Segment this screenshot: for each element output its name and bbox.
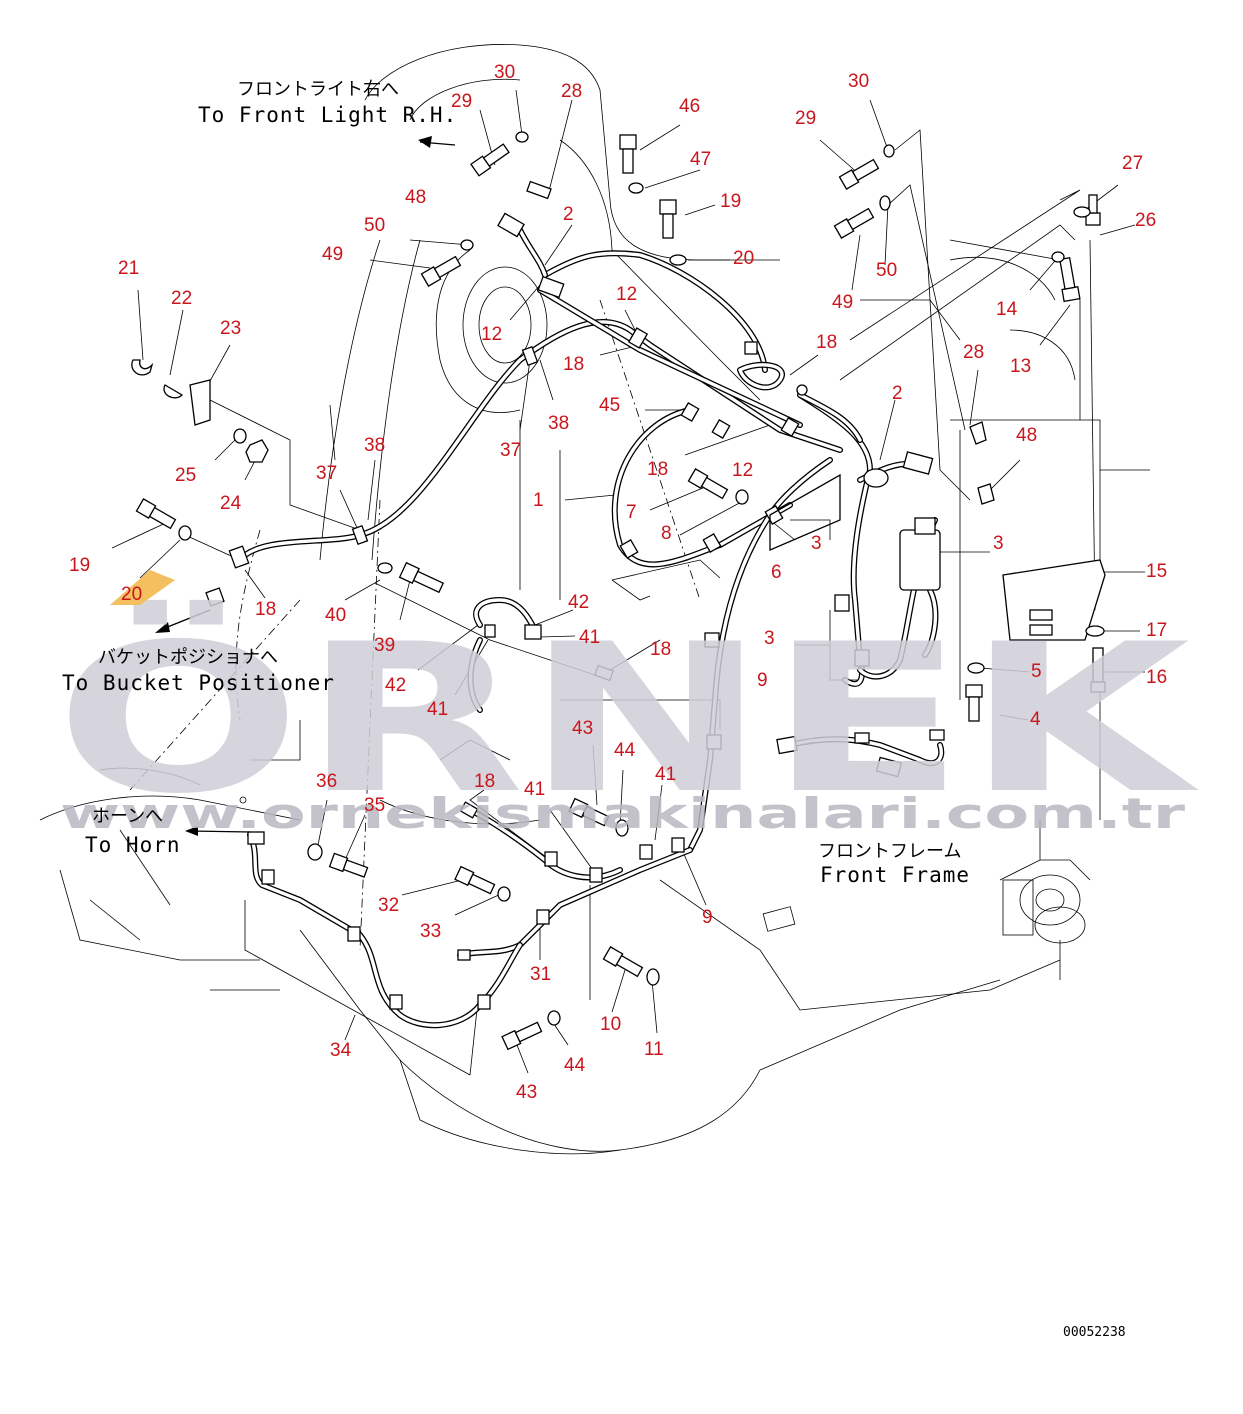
frame-outline bbox=[39, 44, 1150, 1155]
callout-label: 6 bbox=[771, 562, 782, 583]
callout-label: 41 bbox=[655, 764, 676, 785]
callout-label: 12 bbox=[732, 460, 753, 481]
callout-label: 36 bbox=[316, 771, 337, 792]
callout-label: 16 bbox=[1146, 667, 1167, 688]
callout-label: 18 bbox=[474, 771, 495, 792]
callout-label: 9 bbox=[702, 907, 713, 928]
callout-label: 11 bbox=[644, 1039, 664, 1060]
callout-label: 15 bbox=[1146, 561, 1167, 582]
callout-label: 40 bbox=[325, 605, 346, 626]
callout-label: 3 bbox=[811, 533, 822, 554]
callout-label: 41 bbox=[579, 627, 600, 648]
callout-label: 31 bbox=[530, 964, 551, 985]
callout-label: 13 bbox=[1010, 356, 1031, 377]
callout-label: 34 bbox=[330, 1040, 352, 1061]
callout-label: 41 bbox=[524, 779, 545, 800]
callout-label: 23 bbox=[220, 318, 241, 339]
callout-label: 35 bbox=[364, 795, 385, 816]
annotations: フロントライト右へ To Front Light R.H. バケットポジショナへ… bbox=[62, 79, 1126, 1340]
callout-label: 30 bbox=[494, 62, 515, 83]
watermark-brand: ÖRNEK bbox=[55, 600, 1200, 839]
harness-clamps bbox=[163, 180, 1106, 1010]
callout-label: 21 bbox=[118, 258, 139, 279]
callout-label: 41 bbox=[427, 699, 448, 720]
callout-label: 43 bbox=[572, 718, 593, 739]
front-frame-label-en: Front Frame bbox=[820, 863, 970, 887]
hardware-parts bbox=[131, 131, 1106, 1051]
callout-label: 32 bbox=[378, 895, 399, 916]
callout-label: 45 bbox=[599, 395, 620, 416]
callout-label: 19 bbox=[69, 555, 90, 576]
callout-label: 33 bbox=[420, 921, 441, 942]
callout-label: 50 bbox=[364, 215, 385, 236]
callout-label: 22 bbox=[171, 288, 192, 309]
bucket-positioner-label-jp: バケットポジショナへ bbox=[98, 647, 278, 668]
callout-label: 5 bbox=[1031, 661, 1042, 682]
callout-label: 18 bbox=[255, 599, 276, 620]
document-number: 00052238 bbox=[1063, 1325, 1126, 1340]
callout-label: 24 bbox=[220, 493, 242, 514]
callout-label: 39 bbox=[374, 635, 395, 656]
callout-label: 43 bbox=[516, 1082, 537, 1103]
callout-label: 42 bbox=[568, 592, 589, 613]
callout-numbers: 30 28 29 46 47 19 30 29 27 26 48 50 49 2… bbox=[69, 62, 1167, 1103]
callout-label: 12 bbox=[481, 324, 502, 345]
callout-label: 26 bbox=[1135, 210, 1156, 231]
callout-label: 25 bbox=[175, 465, 196, 486]
callout-label: 27 bbox=[1122, 153, 1143, 174]
callout-label: 7 bbox=[626, 502, 637, 523]
callout-label: 4 bbox=[1030, 709, 1041, 730]
horn-label-en: To Horn bbox=[85, 833, 181, 857]
callout-label: 20 bbox=[121, 584, 142, 605]
callout-label: 20 bbox=[733, 248, 754, 269]
callout-label: 49 bbox=[832, 292, 853, 313]
callout-label: 28 bbox=[963, 342, 984, 363]
callout-label: 46 bbox=[679, 96, 700, 117]
callout-label: 18 bbox=[647, 459, 668, 480]
callout-label: 8 bbox=[661, 523, 672, 544]
watermark-accent-shape bbox=[110, 570, 175, 605]
callout-label: 3 bbox=[993, 533, 1004, 554]
callout-label: 12 bbox=[616, 284, 637, 305]
callout-label: 9 bbox=[757, 670, 768, 691]
watermark-url: www.ornekismakinalari.com.tr bbox=[60, 789, 1185, 838]
front-light-label-en: To Front Light R.H. bbox=[198, 103, 457, 127]
callout-label: 17 bbox=[1146, 620, 1167, 641]
callout-label: 18 bbox=[816, 332, 837, 353]
callout-label: 44 bbox=[564, 1055, 586, 1076]
callout-label: 19 bbox=[720, 191, 741, 212]
callout-label: 18 bbox=[650, 639, 671, 660]
front-frame-label-jp: フロントフレーム bbox=[818, 841, 961, 862]
callout-label: 38 bbox=[548, 413, 569, 434]
callout-label: 1 bbox=[533, 490, 544, 511]
callout-label: 42 bbox=[385, 675, 406, 696]
callout-label: 37 bbox=[500, 440, 521, 461]
callout-label: 37 bbox=[316, 463, 337, 484]
callout-label: 2 bbox=[563, 204, 574, 225]
callout-label: 2 bbox=[892, 383, 903, 404]
callout-label: 10 bbox=[600, 1014, 621, 1035]
callout-label: 14 bbox=[996, 299, 1018, 320]
horn-label-jp: ホーンへ bbox=[92, 806, 163, 827]
callout-label: 30 bbox=[848, 71, 869, 92]
direction-arrows bbox=[155, 136, 456, 836]
callout-label: 38 bbox=[364, 435, 385, 456]
watermark: ÖRNEK www.ornekismakinalari.com.tr bbox=[55, 570, 1200, 839]
callout-label: 29 bbox=[795, 108, 816, 129]
callout-label: 49 bbox=[322, 244, 343, 265]
callout-label: 47 bbox=[690, 149, 711, 170]
callout-label: 18 bbox=[563, 354, 584, 375]
callout-label: 44 bbox=[614, 740, 636, 761]
callout-label: 48 bbox=[1016, 425, 1037, 446]
leader-lines bbox=[111, 89, 1145, 1076]
callout-label: 3 bbox=[764, 628, 775, 649]
bucket-positioner-label-en: To Bucket Positioner bbox=[62, 671, 335, 695]
front-light-label-jp: フロントライト右へ bbox=[237, 79, 399, 100]
callout-label: 29 bbox=[451, 91, 472, 112]
callout-label: 48 bbox=[405, 187, 426, 208]
callout-label: 50 bbox=[876, 260, 897, 281]
callout-label: 28 bbox=[561, 81, 582, 102]
